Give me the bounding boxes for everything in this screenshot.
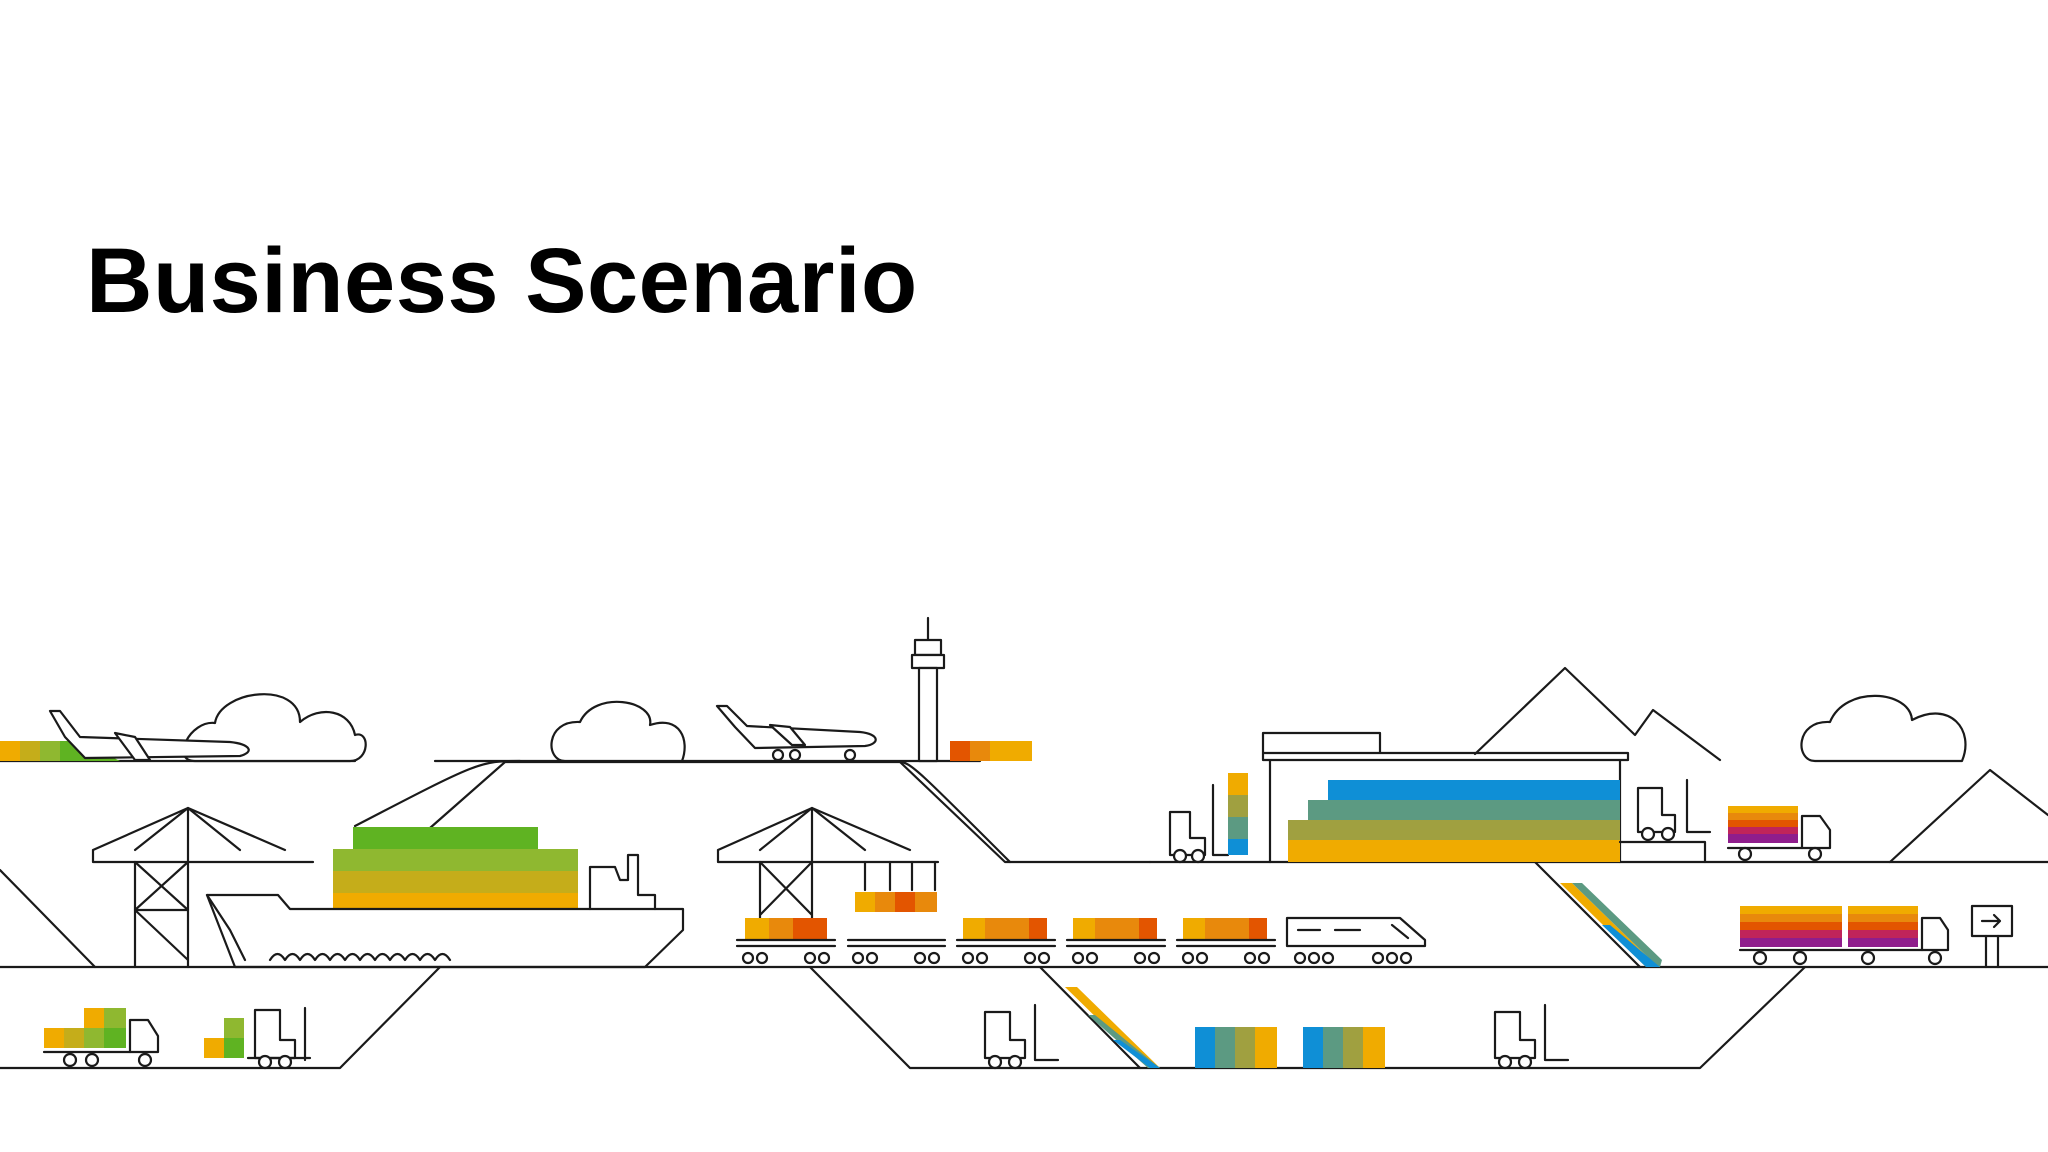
airplane-icon — [0, 709, 250, 762]
forklift-icon — [983, 1003, 1060, 1070]
control-tower-icon — [910, 616, 1032, 763]
train-wagon — [846, 938, 947, 965]
freight-train-icon — [735, 916, 1427, 965]
forklift-icon — [204, 1006, 312, 1070]
container-stack — [1195, 1027, 1277, 1068]
train-locomotive — [1285, 916, 1427, 965]
truck-icon — [1738, 906, 1950, 966]
airplane-icon — [715, 704, 877, 762]
harbor-crane-icon — [91, 806, 315, 969]
harbor-crane-icon — [716, 806, 940, 922]
train-wagon — [1175, 918, 1277, 965]
forklift-icon — [1168, 773, 1248, 864]
slide-title: Business Scenario — [86, 230, 918, 332]
mountain-icon — [1473, 666, 2048, 864]
truck-icon — [1726, 806, 1832, 862]
container-ship-icon — [205, 827, 685, 969]
conveyor-ramp — [1560, 883, 1662, 967]
train-wagon — [955, 918, 1057, 965]
warehouse-icon — [1261, 731, 1707, 864]
exit-sign-icon — [1970, 904, 2014, 969]
train-wagon — [1065, 918, 1167, 965]
container-stack — [1303, 1027, 1385, 1068]
train-wagon — [735, 918, 837, 965]
forklift-icon — [1493, 1003, 1570, 1070]
truck-icon — [42, 1008, 160, 1068]
forklift-icon — [1636, 778, 1712, 842]
cloud-icon — [182, 693, 1967, 763]
conveyor-ramp — [1065, 987, 1160, 1068]
